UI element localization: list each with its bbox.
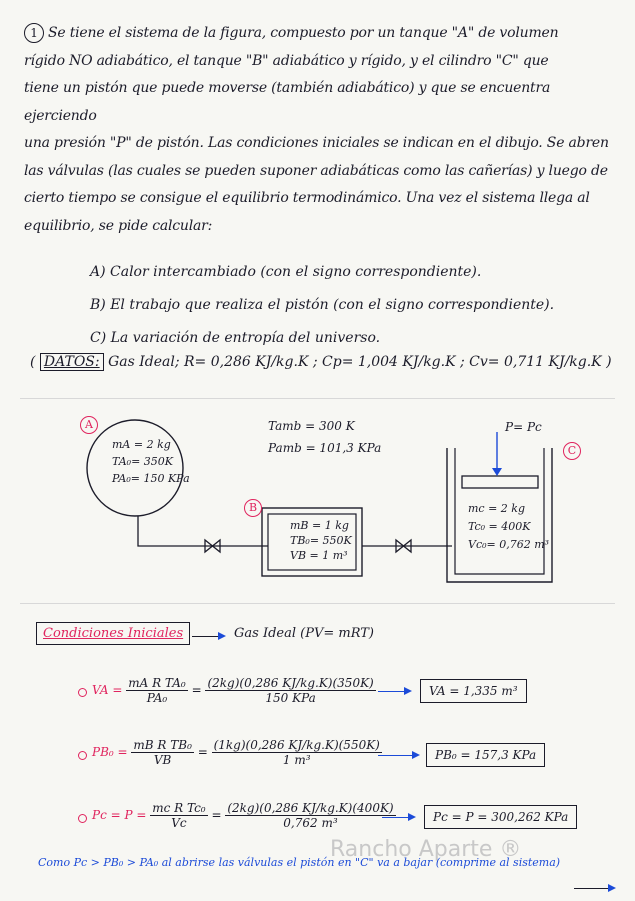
- problem-line: equilibrio, se pide calcular:: [24, 217, 213, 234]
- tank-b-values: mB = 1 kg TB₀= 550K VB = 1 m³: [290, 518, 352, 563]
- result-pb0: PB₀ = 157,3 KPa: [426, 743, 546, 767]
- problem-line: rígido NO adiabático, el tanque "B" adia…: [24, 52, 549, 69]
- tank-a-temp: TA₀= 350K: [112, 455, 174, 468]
- tank-b-inner: [267, 513, 357, 571]
- valve-2: [395, 538, 412, 554]
- gas-law: Gas Ideal (PV= mRT): [234, 626, 374, 641]
- question-c: C) La variación de entropía del universo…: [90, 330, 381, 346]
- data-line: ( DATOS: Gas Ideal; R= 0,286 KJ/kg.K ; C…: [30, 353, 612, 371]
- tank-b-temp: TB₀= 550K: [290, 534, 352, 547]
- tank-a-mass: mA = 2 kg: [112, 438, 171, 451]
- tank-a-tag: A: [80, 416, 98, 434]
- piston-pressure: P= Pc: [505, 420, 542, 434]
- valve-1: [204, 538, 221, 554]
- pipe-a-b: [137, 516, 268, 547]
- tank-b-tag: B: [244, 499, 262, 517]
- tank-b-mass: mB = 1 kg: [290, 519, 349, 532]
- initial-heading: Condiciones Iniciales: [43, 626, 184, 641]
- question-b: B) El trabajo que realiza el pistón (con…: [90, 297, 555, 313]
- ambient-pressure: Pamb = 101,3 KPa: [268, 441, 382, 455]
- bullet: [78, 688, 87, 697]
- datos-label: DATOS:: [39, 353, 104, 371]
- tank-a-pressure: PA₀= 150 KPa: [112, 472, 190, 485]
- result-arrow: [378, 751, 420, 759]
- conclusion-text: Como Pc > PB₀ > PA₀ al abrirse las válvu…: [38, 856, 561, 869]
- problem-line: cierto tiempo se consigue el equilibrio …: [24, 190, 590, 206]
- cylinder-c-mass: mc = 2 kg: [468, 502, 526, 515]
- tank-a-shape: [86, 419, 184, 517]
- continue-arrow: [574, 884, 616, 892]
- initial-heading-box: Condiciones Iniciales: [36, 622, 191, 645]
- result-arrow: [382, 813, 416, 821]
- datos-text: Gas Ideal; R= 0,286 KJ/kg.K ; Cp= 1,004 …: [108, 354, 602, 370]
- cylinder-c-outer: [446, 448, 553, 583]
- result-pc: Pc = P = 300,262 KPa: [424, 805, 578, 829]
- problem-line: las válvulas (las cuales se pueden supon…: [24, 162, 608, 179]
- divider: [20, 603, 615, 604]
- result-arrow: [378, 687, 412, 695]
- problem-line: tiene un pistón que puede moverse (tambi…: [24, 80, 551, 124]
- result-va: VA = 1,335 m³: [420, 679, 527, 703]
- problem-number: 1: [24, 23, 44, 43]
- ambient-conditions: Tamb = 300 K Pamb = 101,3 KPa: [268, 415, 381, 459]
- tank-b-outer: [261, 507, 363, 577]
- question-list: A) Calor intercambiado (con el signo cor…: [90, 256, 554, 355]
- tank-a-values: mA = 2 kg TA₀= 350K PA₀= 150 KPa: [112, 436, 190, 487]
- watermark-logo: Rancho Aparte ®: [330, 837, 522, 862]
- question-a: A) Calor intercambiado (con el signo cor…: [90, 264, 482, 280]
- piston: [461, 475, 539, 489]
- system-diagram: [86, 419, 553, 583]
- ambient-temp: Tamb = 300 K: [268, 419, 355, 433]
- bullet: [78, 814, 87, 823]
- cylinder-c-values: mc = 2 kg Tc₀ = 400K Vc₀= 0,762 m³: [468, 500, 549, 554]
- force-arrow-head: [492, 468, 502, 476]
- divider: [20, 398, 615, 399]
- cylinder-c-tag: C: [563, 442, 581, 460]
- heading-arrow: [192, 632, 226, 640]
- cylinder-c-inner: [454, 448, 545, 575]
- cylinder-c-volume: Vc₀= 0,762 m³: [468, 538, 550, 551]
- problem-line: una presión "P" de pistón. Las condicion…: [24, 135, 609, 151]
- cylinder-c-temp: Tc₀ = 400K: [468, 520, 531, 533]
- bullet: [78, 751, 87, 760]
- tank-b-volume: VB = 1 m³: [290, 549, 348, 562]
